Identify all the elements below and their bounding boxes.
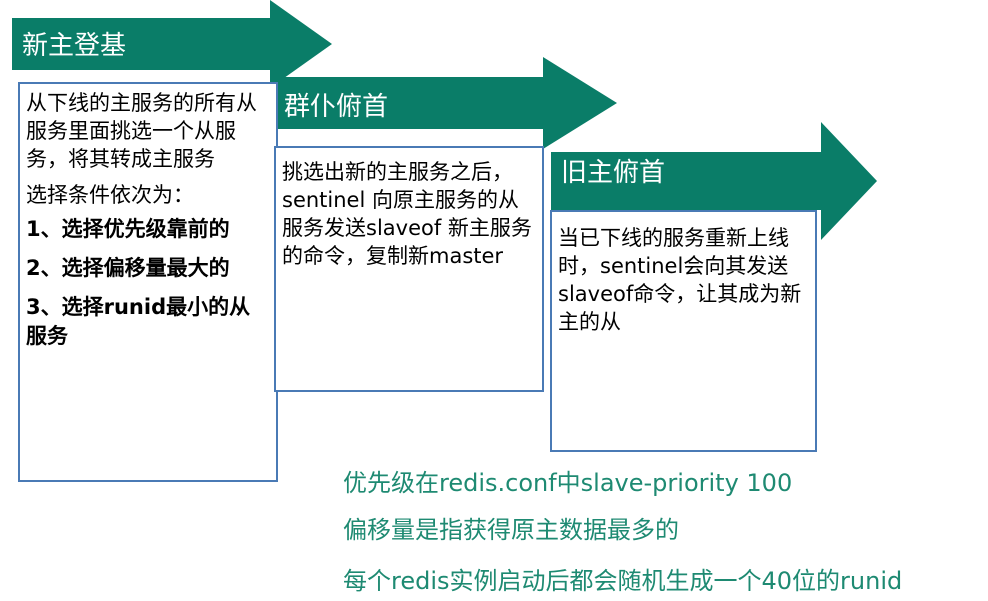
step2-box: 挑选出新的主服务之后，sentinel 向原主服务的从服务发送slaveof 新… <box>274 146 544 392</box>
step3-arrow <box>551 122 877 240</box>
step1-arrow <box>12 0 332 88</box>
step2-title: 群仆俯首 <box>284 92 389 122</box>
step1-box: 从下线的主服务的所有从服务里面挑选一个从服务，将其转成主服务 选择条件依次为： … <box>18 82 278 482</box>
step1-title: 新主登基 <box>22 31 127 61</box>
step1-subheading: 选择条件依次为： <box>26 183 194 207</box>
step3-title: 旧主俯首 <box>561 158 666 188</box>
criteria-item-3: 3、选择runid最小的从服务 <box>26 295 251 348</box>
note-runid: 每个redis实例启动后都会随机生成一个40位的runid <box>343 567 903 595</box>
note-priority: 优先级在redis.conf中slave-priority 100 <box>343 469 793 497</box>
criteria-item-1: 1、选择优先级靠前的 <box>26 217 230 241</box>
criteria-item-2: 2、选择偏移量最大的 <box>26 256 230 280</box>
step2-description: 挑选出新的主服务之后，sentinel 向原主服务的从服务发送slaveof 新… <box>282 160 532 268</box>
step1-description: 从下线的主服务的所有从服务里面挑选一个从服务，将其转成主服务 <box>26 91 257 171</box>
note-offset: 偏移量是指获得原主数据最多的 <box>343 516 679 544</box>
step2-arrow <box>275 57 617 149</box>
step3-description: 当已下线的服务重新上线时，sentinel会向其发送slaveof命令，让其成为… <box>558 226 802 334</box>
step3-box: 当已下线的服务重新上线时，sentinel会向其发送slaveof命令，让其成为… <box>550 210 817 452</box>
